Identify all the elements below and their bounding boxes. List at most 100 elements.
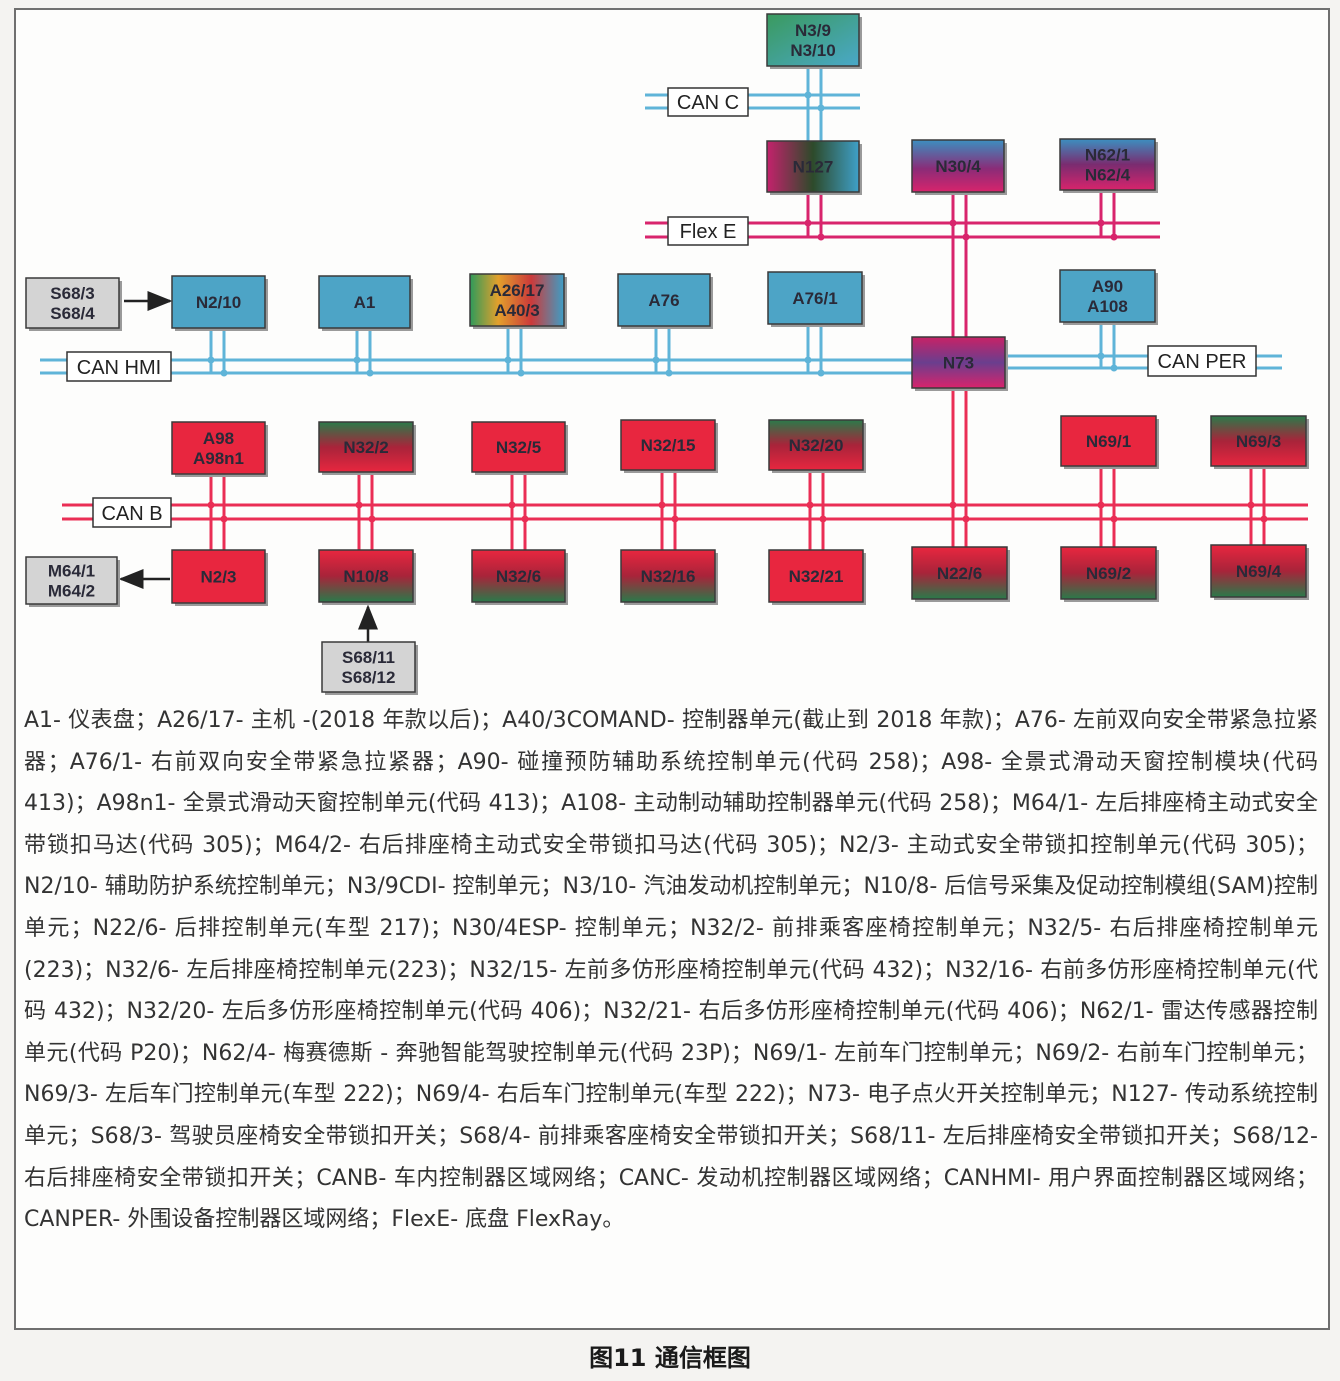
node-box	[471, 549, 566, 603]
node-label: N32/16	[641, 567, 696, 586]
node-label: M64/1	[48, 562, 95, 581]
node-box	[469, 273, 565, 327]
node-label: N69/2	[1086, 564, 1131, 583]
node-n127: N127	[766, 140, 862, 195]
node-box	[1210, 415, 1307, 467]
node-n10-8: N10/8	[318, 549, 416, 605]
node-box	[171, 275, 266, 329]
node-label: A76	[648, 291, 679, 310]
node-label: N32/2	[343, 438, 388, 457]
node-box	[766, 140, 860, 193]
node-label: N62/4	[1085, 166, 1131, 185]
node-box	[911, 336, 1006, 389]
can-per-label-text: CAN PER	[1158, 351, 1247, 373]
node-label: N69/3	[1236, 432, 1281, 451]
node-label: N3/10	[790, 41, 835, 60]
node-box	[471, 421, 566, 473]
node-label: N32/6	[496, 567, 541, 586]
node-n32-5: N32/5	[471, 421, 568, 475]
node-label: N30/4	[935, 157, 981, 176]
node-n69-2: N69/2	[1060, 546, 1159, 602]
node-label: N127	[793, 158, 834, 177]
can-per-drops	[1099, 322, 1116, 368]
can-hmi-label: CAN HMI	[66, 351, 172, 382]
node-label: N2/3	[201, 568, 237, 587]
node-box	[1059, 138, 1156, 191]
node-box	[318, 275, 411, 329]
node-n30-4: N30/4	[911, 139, 1007, 195]
can-hmi-label-text: CAN HMI	[77, 357, 161, 379]
node-box	[911, 546, 1008, 600]
node-box	[25, 277, 120, 329]
node-n32-6: N32/6	[471, 549, 568, 605]
node-n3-9: N3/9N3/10	[766, 13, 862, 69]
node-label: N32/21	[789, 567, 844, 586]
can-c-label-text: CAN C	[677, 92, 739, 114]
node-box	[1060, 415, 1157, 467]
node-n32-16: N32/16	[620, 549, 718, 605]
node-label: N32/15	[641, 436, 696, 455]
legend-text: A1- 仪表盘；A26/17- 主机 -(2018 年款以后)；A40/3COM…	[24, 708, 1318, 1233]
node-label: N69/1	[1086, 432, 1131, 451]
node-label: N32/5	[496, 438, 541, 457]
node-label: N3/9	[795, 21, 831, 40]
node-label: A98	[203, 429, 234, 448]
node-box	[768, 549, 864, 603]
node-label: A90	[1092, 277, 1123, 296]
can-b-label: CAN B	[92, 497, 172, 528]
node-n32-20: N32/20	[768, 419, 866, 473]
node-box	[768, 419, 864, 471]
can-c-label: CAN C	[667, 87, 749, 117]
node-n69-3: N69/3	[1210, 415, 1309, 469]
figure-caption: 图11 通信框图	[589, 1344, 751, 1372]
node-a76-1: A76/1	[767, 271, 865, 327]
node-n32-2: N32/2	[318, 421, 416, 475]
node-n73: N73	[911, 336, 1008, 391]
node-box	[911, 139, 1005, 193]
node-label: A98n1	[193, 449, 244, 468]
can-per-label: CAN PER	[1147, 345, 1257, 377]
node-box	[617, 273, 711, 327]
node-label: N62/1	[1085, 146, 1130, 165]
node-box	[1059, 269, 1156, 323]
junction-dots	[207, 91, 1268, 523]
node-label: N22/6	[937, 564, 982, 583]
node-label: N32/20	[789, 436, 844, 455]
node-label: S68/4	[50, 304, 95, 323]
node-n32-21: N32/21	[768, 549, 866, 605]
node-label: A108	[1087, 297, 1128, 316]
communication-diagram: CAN C Flex E CAN HMI CAN PER CAN B N3/9N…	[25, 13, 1309, 695]
flex-e-drops	[806, 190, 1116, 337]
can-c-drops	[806, 66, 823, 141]
node-a1: A1	[318, 275, 413, 331]
node-box	[318, 421, 414, 473]
node-box	[321, 641, 416, 693]
node-label: A40/3	[494, 301, 539, 320]
node-label: N2/10	[196, 293, 241, 312]
node-label: A1	[354, 293, 376, 312]
node-n69-4: N69/4	[1210, 544, 1309, 600]
node-label: N10/8	[343, 567, 388, 586]
node-box	[620, 419, 716, 471]
node-label: N73	[943, 354, 974, 373]
node-label: S68/11	[342, 648, 395, 667]
node-n22-6: N22/6	[911, 546, 1010, 602]
can-b-bus	[62, 503, 1308, 521]
node-box	[766, 13, 860, 67]
node-box	[1210, 544, 1307, 598]
flex-e-label: Flex E	[667, 216, 749, 246]
node-box	[171, 549, 266, 604]
node-n2-10: N2/10	[171, 275, 268, 331]
can-hmi-drops	[209, 324, 823, 373]
can-b-label-text: CAN B	[101, 503, 162, 525]
node-n69-1: N69/1	[1060, 415, 1159, 469]
can-hmi-bus	[40, 358, 915, 375]
node-label: M64/2	[48, 582, 95, 601]
